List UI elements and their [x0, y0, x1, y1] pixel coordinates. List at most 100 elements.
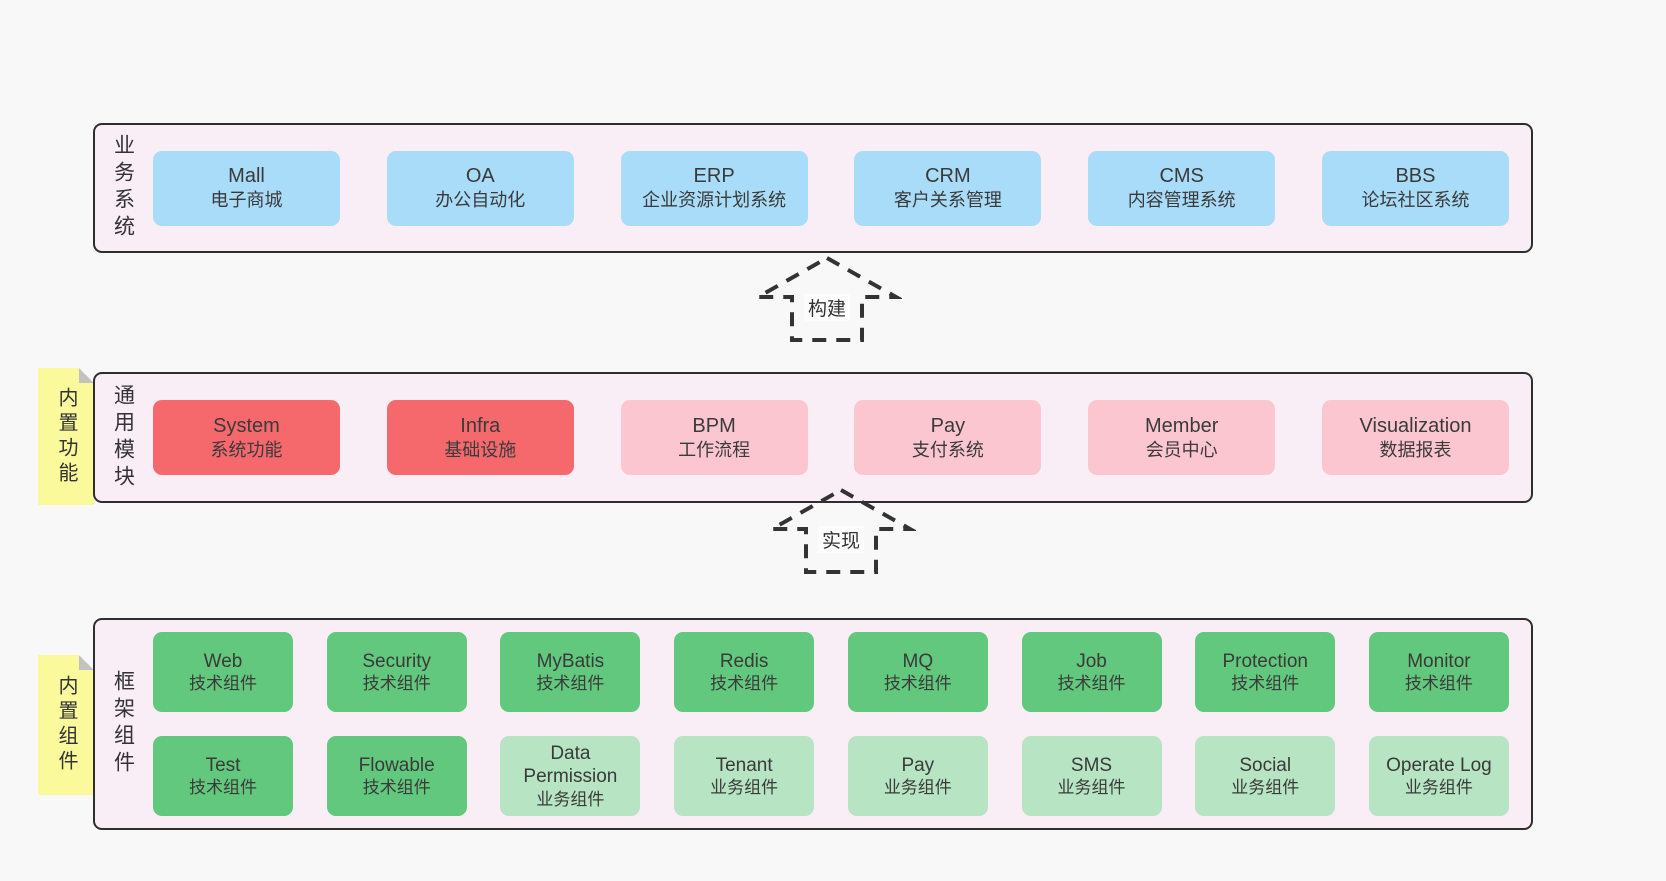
implement-arrow: 实现	[766, 487, 916, 575]
sticky-note-builtin-components: 内置组件	[38, 655, 94, 795]
layer-label-column: 通用模块	[95, 374, 151, 501]
box-tenant: Tenant 业务组件	[674, 736, 815, 816]
box-flowable: Flowable 技术组件	[326, 736, 467, 816]
box-web-name: Web	[203, 650, 243, 672]
box-job: Job 技术组件	[1021, 632, 1162, 712]
framework-row-2: Test 技术组件 Flowable 技术组件 Data Permission …	[153, 736, 1509, 816]
box-monitor: Monitor 技术组件	[1368, 632, 1509, 712]
box-test: Test 技术组件	[153, 736, 293, 816]
box-mall-name: Mall	[228, 165, 265, 188]
box-monitor-desc: 技术组件	[1404, 674, 1473, 694]
box-infra: Infra 基础设施	[386, 400, 574, 475]
box-mq-desc: 技术组件	[883, 674, 952, 694]
up-arrow-icon	[752, 255, 902, 342]
box-mybatis-desc: 技术组件	[536, 674, 605, 694]
box-pay-module: Pay 支付系统	[854, 400, 1042, 475]
box-flowable-name: Flowable	[358, 754, 435, 776]
box-job-desc: 技术组件	[1057, 674, 1126, 694]
sticky-note-builtin-features: 内置功能	[38, 368, 94, 505]
box-erp-name: ERP	[693, 165, 735, 188]
implement-arrow-label: 实现	[817, 526, 865, 553]
box-pay-component: Pay 业务组件	[847, 736, 988, 816]
box-visualization-desc: 数据报表	[1379, 439, 1452, 460]
box-protection-desc: 技术组件	[1231, 674, 1300, 694]
box-operate-log-desc: 业务组件	[1404, 778, 1473, 798]
box-crm-name: CRM	[925, 165, 971, 188]
box-mq-name: MQ	[902, 650, 934, 672]
box-web: Web 技术组件	[153, 632, 293, 712]
box-data-permission: Data Permission 业务组件	[500, 736, 641, 816]
box-sms: SMS 业务组件	[1021, 736, 1162, 816]
box-cms: CMS 内容管理系统	[1088, 150, 1276, 226]
box-oa-name: OA	[465, 165, 495, 188]
layer-business-label: 业务系统	[111, 134, 135, 242]
box-infra-desc: 基础设施	[444, 439, 517, 460]
common-boxes-row: System 系统功能 Infra 基础设施 BPM 工作流程 Pay 支付系统…	[151, 374, 1531, 501]
box-mybatis: MyBatis 技术组件	[500, 632, 641, 712]
box-data-permission-name: Data Permission	[523, 742, 618, 788]
framework-boxes-rows: Web 技术组件 Security 技术组件 MyBatis 技术组件 Redi…	[151, 620, 1531, 828]
box-cms-desc: 内容管理系统	[1127, 190, 1236, 211]
box-security: Security 技术组件	[326, 632, 467, 712]
box-crm-desc: 客户关系管理	[893, 190, 1002, 211]
layer-label-column: 框架组件	[95, 620, 151, 828]
box-visualization: Visualization 数据报表	[1321, 400, 1509, 475]
box-data-permission-desc: 业务组件	[536, 790, 605, 810]
box-redis: Redis 技术组件	[674, 632, 815, 712]
box-member-desc: 会员中心	[1145, 439, 1218, 460]
box-pay-module-name: Pay	[930, 414, 966, 437]
box-bbs: BBS 论坛社区系统	[1321, 150, 1509, 226]
box-pay-component-name: Pay	[901, 754, 935, 776]
box-security-desc: 技术组件	[362, 674, 431, 694]
business-boxes-row: Mall 电子商城 OA 办公自动化 ERP 企业资源计划系统 CRM 客户关系…	[151, 125, 1531, 251]
box-mq: MQ 技术组件	[847, 632, 988, 712]
box-social: Social 业务组件	[1195, 736, 1336, 816]
sticky-builtin-components-label: 内置组件	[55, 675, 77, 775]
layer-business-systems: 业务系统 Mall 电子商城 OA 办公自动化 ERP 企业资源计划系统 CRM…	[93, 123, 1533, 253]
box-protection: Protection 技术组件	[1195, 632, 1336, 712]
box-system: System 系统功能	[153, 400, 340, 475]
box-crm: CRM 客户关系管理	[854, 150, 1042, 226]
box-mybatis-name: MyBatis	[536, 650, 605, 672]
layer-common-label: 通用模块	[111, 383, 135, 492]
box-visualization-name: Visualization	[1359, 414, 1472, 437]
box-erp-desc: 企业资源计划系统	[642, 190, 787, 211]
sticky-builtin-features-label: 内置功能	[55, 386, 77, 487]
box-security-name: Security	[362, 650, 432, 672]
box-tenant-name: Tenant	[715, 754, 773, 776]
box-pay-component-desc: 业务组件	[883, 778, 952, 798]
build-arrow: 构建	[752, 255, 902, 343]
box-bpm-name: BPM	[692, 414, 736, 437]
box-web-desc: 技术组件	[189, 674, 257, 694]
box-erp: ERP 企业资源计划系统	[620, 150, 808, 226]
box-member: Member 会员中心	[1088, 400, 1276, 475]
box-redis-desc: 技术组件	[710, 674, 779, 694]
box-pay-module-desc: 支付系统	[911, 439, 984, 460]
box-job-name: Job	[1076, 650, 1107, 672]
box-system-name: System	[213, 414, 280, 437]
box-bpm: BPM 工作流程	[620, 400, 808, 475]
box-sms-desc: 业务组件	[1057, 778, 1126, 798]
box-operate-log-name: Operate Log	[1386, 754, 1492, 776]
box-monitor-name: Monitor	[1407, 650, 1471, 672]
up-arrow-icon	[766, 487, 916, 574]
box-flowable-desc: 技术组件	[362, 778, 431, 798]
folded-corner-icon	[79, 655, 94, 670]
box-bpm-desc: 工作流程	[678, 439, 751, 460]
folded-corner-icon	[79, 368, 94, 383]
box-member-name: Member	[1145, 414, 1219, 437]
box-bbs-name: BBS	[1395, 165, 1436, 188]
box-oa-desc: 办公自动化	[435, 190, 526, 211]
build-arrow-label: 构建	[803, 294, 851, 321]
layer-label-column: 业务系统	[95, 125, 151, 251]
framework-row-1: Web 技术组件 Security 技术组件 MyBatis 技术组件 Redi…	[153, 632, 1509, 712]
box-oa: OA 办公自动化	[386, 150, 574, 226]
box-operate-log: Operate Log 业务组件	[1368, 736, 1509, 816]
box-mall-desc: 电子商城	[210, 190, 283, 211]
box-protection-name: Protection	[1222, 650, 1308, 672]
box-tenant-desc: 业务组件	[710, 778, 779, 798]
box-sms-name: SMS	[1070, 754, 1113, 776]
layer-common-modules: 通用模块 System 系统功能 Infra 基础设施 BPM 工作流程 Pay…	[93, 372, 1533, 503]
layer-framework-components: 框架组件 Web 技术组件 Security 技术组件 MyBatis 技术组件…	[93, 618, 1533, 830]
